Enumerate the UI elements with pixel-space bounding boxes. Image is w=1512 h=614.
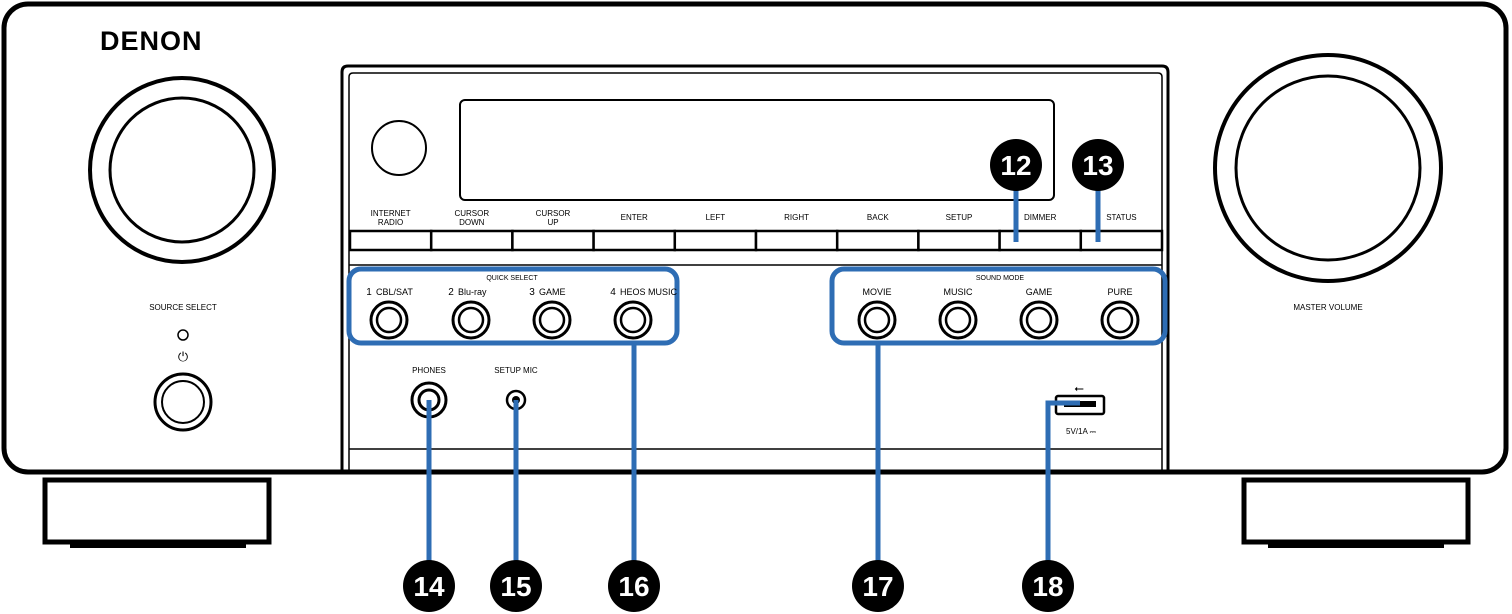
nav-button-label: RADIO — [378, 218, 403, 227]
nav-button-label: CURSOR — [536, 209, 571, 218]
callout-13: 13 — [1072, 139, 1124, 191]
quick-select-title: QUICK SELECT — [486, 275, 538, 282]
right-foot — [1241, 477, 1471, 548]
callout-16: 16 — [608, 560, 660, 612]
quick-select-highlight — [346, 266, 680, 346]
quick-select-label: HEOS MUSIC — [620, 287, 678, 297]
callout-number: 16 — [618, 571, 649, 602]
denon-logo: DENON — [100, 26, 203, 56]
callout-number: 13 — [1082, 150, 1113, 181]
power-icon: ⏻ — [178, 349, 188, 364]
sound-mode-highlight — [829, 266, 1168, 346]
nav-button-label: CURSOR — [454, 209, 489, 218]
callout-number: 15 — [500, 571, 531, 602]
callout-number: 14 — [413, 571, 445, 602]
sound-mode-label: MOVIE — [862, 287, 891, 297]
source-select-label: SOURCE SELECT — [149, 303, 217, 312]
callout-markers: 12 13 14 15 16 17 18 — [403, 139, 1124, 612]
standby-indicator — [177, 329, 189, 341]
callout-18: 18 — [1022, 560, 1074, 612]
sound-mode-label: GAME — [1026, 287, 1053, 297]
quick-select-number: 3 — [529, 287, 535, 298]
callout-14: 14 — [403, 560, 455, 612]
callout-15: 15 — [490, 560, 542, 612]
source-select-knob[interactable] — [88, 76, 276, 264]
quick-select-button-1[interactable]: 1 CBL/SAT — [366, 287, 413, 340]
callout-12: 12 — [990, 139, 1042, 191]
callout-number: 18 — [1032, 571, 1063, 602]
quick-select-label: GAME — [539, 287, 566, 297]
sound-mode-row: MOVIE MUSIC GAME PURE — [857, 287, 1140, 340]
sound-mode-button-music[interactable]: MUSIC — [938, 287, 978, 340]
quick-select-row: 1 CBL/SAT 2 Blu-ray 3 GAME 4 HEOS MUSIC — [366, 287, 678, 340]
nav-button-status[interactable]: STATUS — [1079, 213, 1164, 252]
display-window — [459, 99, 1055, 201]
sound-mode-label: PURE — [1107, 287, 1132, 297]
callout-number: 12 — [1000, 150, 1031, 181]
master-volume-knob[interactable] — [1213, 53, 1443, 283]
nav-button-label: DOWN — [459, 218, 485, 227]
nav-button-label: ENTER — [621, 213, 648, 222]
nav-button-label: BACK — [867, 213, 889, 222]
nav-button-label: LEFT — [706, 213, 726, 222]
quick-select-number: 2 — [448, 287, 454, 298]
setup-mic-label: SETUP MIC — [494, 366, 538, 375]
remote-sensor — [371, 120, 427, 176]
nav-button-label: INTERNET — [371, 209, 411, 218]
nav-button-label: DIMMER — [1024, 213, 1057, 222]
nav-button-label: UP — [547, 218, 558, 227]
quick-select-button-3[interactable]: 3 GAME — [529, 287, 572, 340]
master-volume-label: MASTER VOLUME — [1293, 303, 1362, 312]
left-foot — [42, 477, 272, 548]
nav-button-label: RIGHT — [784, 213, 809, 222]
nav-button-right[interactable]: RIGHT — [754, 213, 839, 252]
power-button[interactable] — [153, 372, 213, 432]
nav-button-setup[interactable]: SETUP — [917, 213, 1001, 252]
center-panel — [340, 64, 1170, 470]
usb-rating-label: 5V/1A ⎓ — [1066, 427, 1097, 436]
phones-label: PHONES — [412, 366, 446, 375]
sound-mode-button-movie[interactable]: MOVIE — [857, 287, 897, 340]
sound-mode-button-game[interactable]: GAME — [1019, 287, 1059, 340]
sound-mode-label: MUSIC — [944, 287, 974, 297]
nav-button-label: STATUS — [1106, 213, 1136, 222]
quick-select-number: 4 — [610, 287, 616, 298]
quick-select-button-4[interactable]: 4 HEOS MUSIC — [610, 287, 678, 340]
quick-select-label: Blu-ray — [458, 287, 487, 297]
quick-select-label: CBL/SAT — [376, 287, 413, 297]
sound-mode-title: SOUND MODE — [976, 275, 1025, 282]
nav-button-label: SETUP — [946, 213, 973, 222]
quick-select-number: 1 — [366, 287, 372, 298]
callout-17: 17 — [852, 560, 904, 612]
sound-mode-button-pure[interactable]: PURE — [1100, 287, 1140, 340]
callout-number: 17 — [862, 571, 893, 602]
usb-icon: ⭠ — [1074, 381, 1084, 395]
quick-select-button-2[interactable]: 2 Blu-ray — [448, 287, 491, 340]
